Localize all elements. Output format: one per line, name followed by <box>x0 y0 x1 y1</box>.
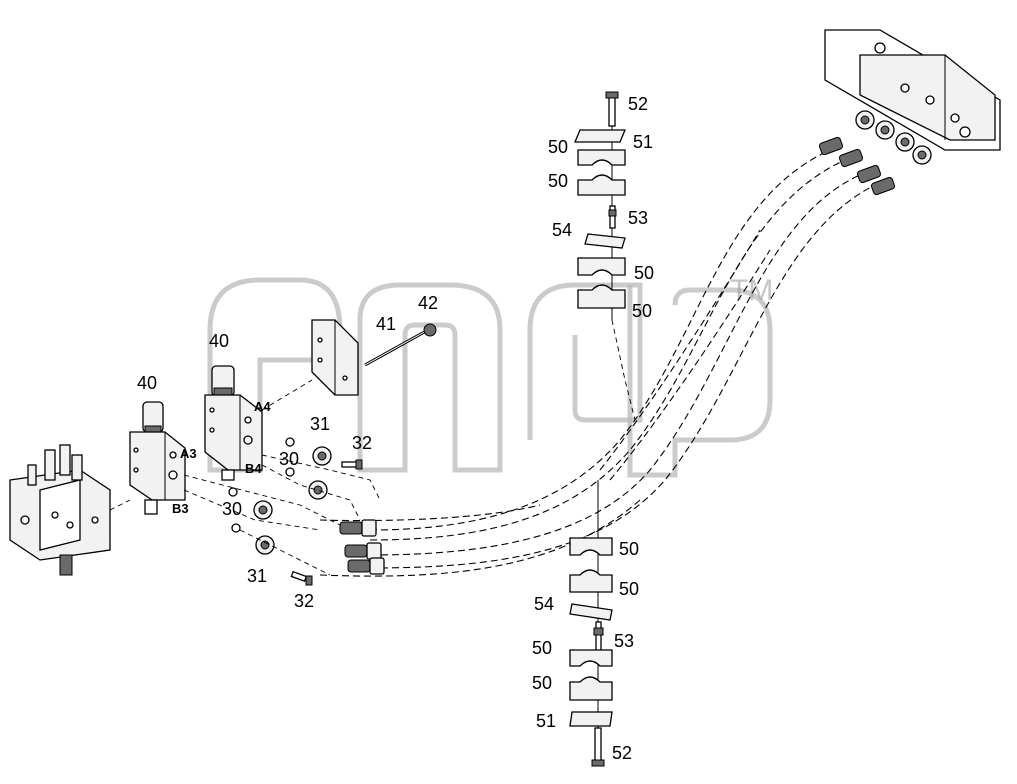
clamp-50-1 <box>577 149 626 166</box>
watermark-logo: TM <box>207 274 773 478</box>
callout-51-bottom: 51 <box>536 711 556 731</box>
callout-40-upper: 40 <box>209 331 229 351</box>
clamp-50-8 <box>569 676 613 701</box>
port-label-a4: A4 <box>254 399 271 414</box>
upper-clamp-stack <box>574 91 626 320</box>
callout-50-h: 50 <box>532 673 552 693</box>
callout-32-upper: 32 <box>352 433 372 453</box>
callout-50-d: 50 <box>632 301 652 321</box>
callout-50-b: 50 <box>548 171 568 191</box>
callout-41: 41 <box>376 314 396 334</box>
callout-31-lower: 31 <box>247 566 267 586</box>
callout-50-f: 50 <box>619 579 639 599</box>
plate-51-upper <box>574 129 626 143</box>
tie-rod-41 <box>364 328 429 367</box>
callout-52-bottom: 52 <box>612 743 632 763</box>
callout-30-lower: 30 <box>222 499 242 519</box>
hose-fittings-lower <box>339 519 385 575</box>
plate-54-upper <box>584 233 626 249</box>
valve-a4-b4 <box>204 365 263 481</box>
flanges-31 <box>253 446 332 555</box>
clamp-50-5 <box>569 537 613 556</box>
callout-50-e: 50 <box>619 539 639 559</box>
clamp-50-4 <box>577 284 626 309</box>
clamp-50-6 <box>569 569 613 593</box>
clamp-50-3 <box>577 257 626 276</box>
callout-31-upper: 31 <box>310 414 330 434</box>
callout-42: 42 <box>418 293 438 313</box>
callout-50-c: 50 <box>634 263 654 283</box>
port-label-b3: B3 <box>172 501 189 516</box>
callout-54-bottom: 54 <box>534 594 554 614</box>
o-rings-30 <box>228 437 295 533</box>
port-label-b4: B4 <box>245 461 262 476</box>
callout-54-top: 54 <box>552 220 572 240</box>
callout-52-top: 52 <box>628 94 648 114</box>
clamp-50-2 <box>577 174 626 196</box>
bolts-32 <box>290 459 363 586</box>
bolt-52-lower <box>591 727 605 767</box>
flange-fittings <box>855 110 932 165</box>
callout-30-upper: 30 <box>279 449 299 469</box>
hose-fittings-upper <box>818 136 896 196</box>
stud-53-upper <box>608 205 617 229</box>
stud-53-lower <box>593 621 604 653</box>
port-label-a3: A3 <box>180 446 197 461</box>
clamp-50-7 <box>569 649 613 667</box>
valve-a3-b3 <box>129 401 186 515</box>
main-control-valve <box>9 444 111 576</box>
plate-54-lower <box>569 603 613 621</box>
hose-bundle <box>319 149 876 577</box>
assembly-leaders <box>109 319 636 576</box>
plate-51-lower <box>569 711 613 727</box>
manifold-block <box>824 29 1001 165</box>
nut-42 <box>423 323 437 337</box>
spacer-block-40 <box>311 319 359 396</box>
callout-32-lower: 32 <box>294 591 314 611</box>
callout-50-g: 50 <box>532 638 552 658</box>
bolt-52-upper <box>605 91 619 127</box>
callout-51-top: 51 <box>633 132 653 152</box>
callout-40-lower: 40 <box>137 373 157 393</box>
callout-53-bottom: 53 <box>614 631 634 651</box>
callout-53-top: 53 <box>628 208 648 228</box>
callout-50-a: 50 <box>548 137 568 157</box>
